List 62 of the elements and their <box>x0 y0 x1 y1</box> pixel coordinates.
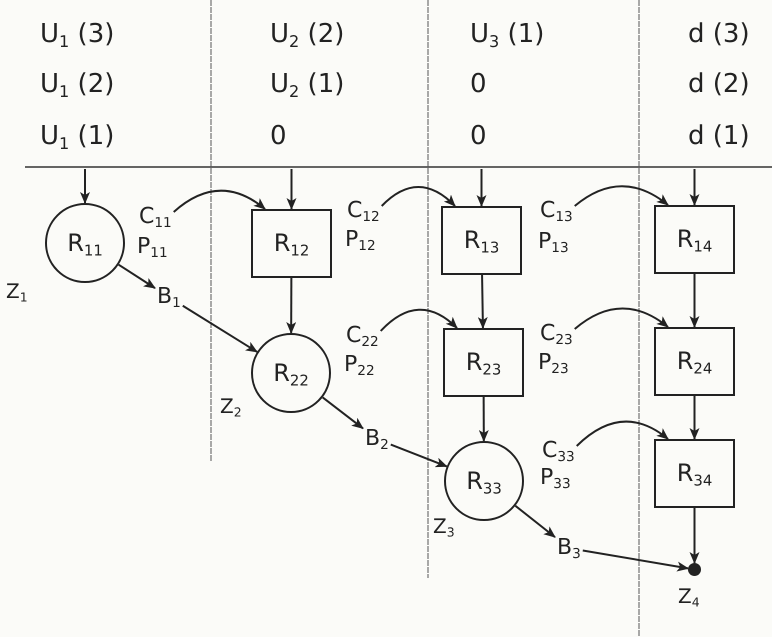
curved-arrow <box>173 190 266 213</box>
input-cell: U$_{2}$ (1) <box>270 70 344 100</box>
signal-label: C$_{33}$ <box>540 438 577 464</box>
signal-label: B$_{1}$ <box>155 284 183 310</box>
processor-box: R$_{13}$ <box>441 206 522 275</box>
arrow <box>476 169 486 207</box>
curved-arrow <box>381 186 456 207</box>
arrow <box>514 505 556 538</box>
processor-box: R$_{12}$ <box>251 209 332 278</box>
node-caption: Z$_{1}$ <box>6 280 28 302</box>
arrow <box>390 444 448 468</box>
signal-label: C$_{22}$ <box>344 323 381 350</box>
arrow <box>690 508 700 564</box>
arrow <box>690 274 700 328</box>
arrow <box>118 264 156 289</box>
input-cell: U$_{2}$ (2) <box>270 20 344 50</box>
arrow <box>286 278 296 334</box>
processor-box: R$_{34}$ <box>654 439 735 508</box>
arrow <box>322 396 364 430</box>
input-cell: U$_{1}$ (1) <box>40 122 114 152</box>
signal-label: C$_{13}$ <box>538 198 575 224</box>
arrow <box>582 549 690 572</box>
arrow <box>478 397 489 442</box>
arrow <box>182 304 258 353</box>
input-cell: U$_{3}$ (1) <box>470 20 544 50</box>
signal-label: B$_{2}$ <box>363 426 391 452</box>
signal-label: B$_{3}$ <box>555 535 583 562</box>
curved-arrow <box>574 185 669 207</box>
node-caption: Z$_{2}$ <box>220 395 242 417</box>
processor-circle: R$_{11}$ <box>45 203 125 283</box>
signal-label: C$_{12}$ <box>345 198 382 224</box>
processor-box: R$_{14}$ <box>654 205 735 274</box>
processor-box: R$_{23}$ <box>443 328 524 397</box>
input-cell: d (3) <box>688 20 750 50</box>
input-cell: 0 <box>470 70 487 100</box>
signal-label: C$_{11}$ <box>137 204 174 230</box>
arrow <box>80 169 90 204</box>
input-cell: U$_{1}$ (3) <box>40 20 114 50</box>
input-cell: d (1) <box>688 122 750 152</box>
signal-label: P$_{23}$ <box>538 350 569 376</box>
input-cell: 0 <box>470 122 487 152</box>
curved-arrow <box>380 308 458 332</box>
input-cell: U$_{1}$ (2) <box>40 70 114 100</box>
arrow <box>478 274 488 329</box>
input-cell: d (2) <box>688 70 750 100</box>
processor-box: R$_{24}$ <box>654 327 735 396</box>
processor-circle: R$_{33}$ <box>444 441 524 521</box>
signal-label: C$_{23}$ <box>538 321 575 348</box>
curved-arrow <box>576 420 669 447</box>
arrow <box>690 169 700 206</box>
signal-label: P$_{12}$ <box>345 227 376 252</box>
processor-circle: R$_{22}$ <box>251 333 331 413</box>
curved-arrow <box>574 308 669 330</box>
signal-label: P$_{11}$ <box>137 234 168 260</box>
node-caption: Z$_{4}$ <box>678 585 700 607</box>
input-cell: 0 <box>270 122 287 152</box>
signal-label: P$_{33}$ <box>540 465 571 490</box>
signal-label: P$_{22}$ <box>344 352 375 378</box>
signal-label: P$_{13}$ <box>538 229 569 254</box>
arrow <box>286 169 296 210</box>
junction-dot <box>688 563 701 576</box>
arrow <box>690 396 700 440</box>
